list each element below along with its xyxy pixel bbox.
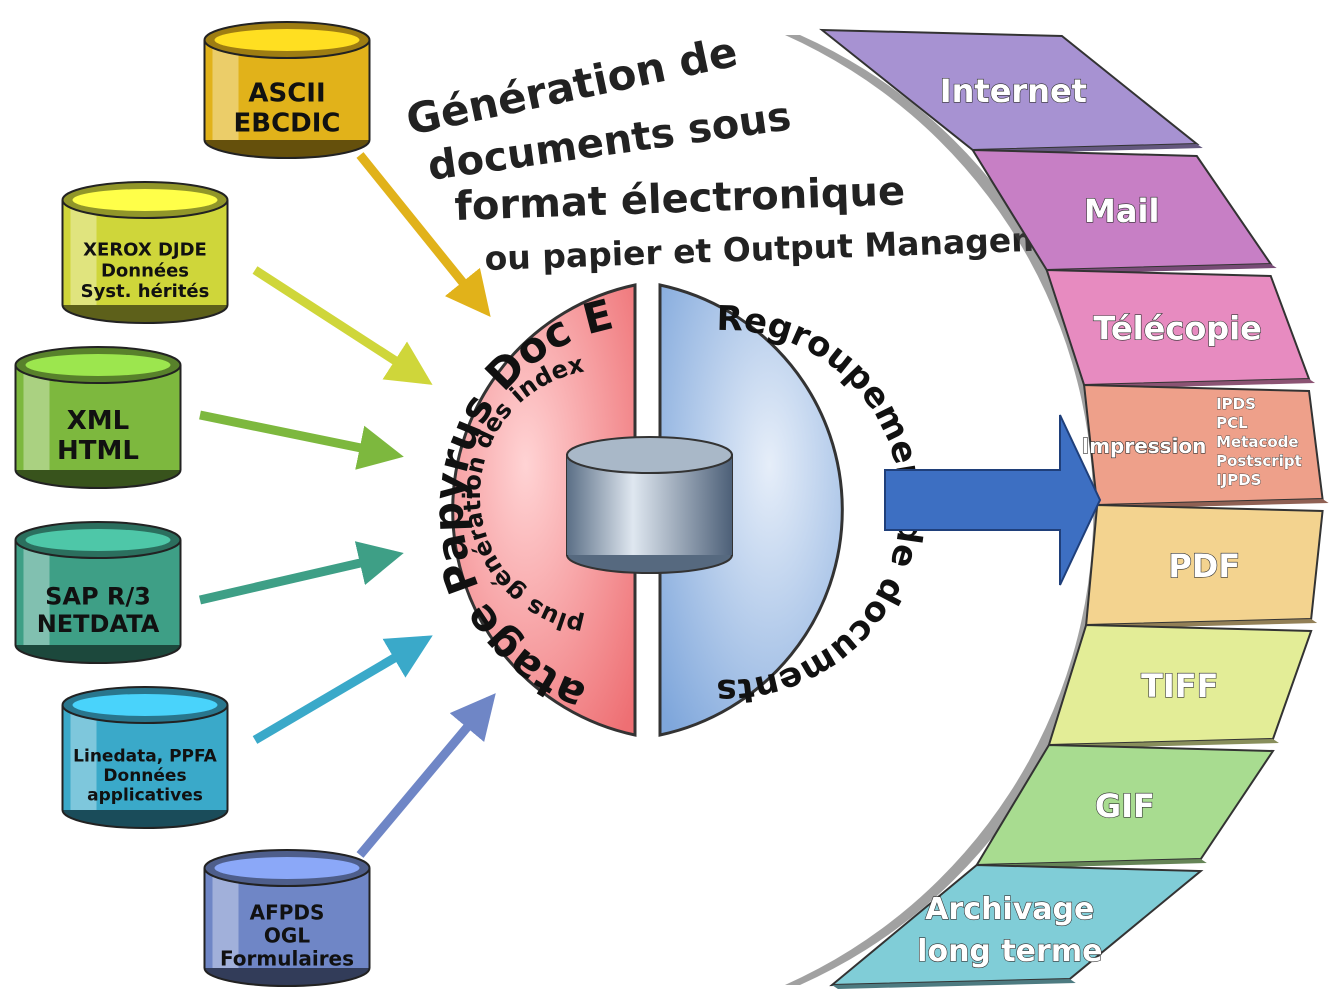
output-label: Télécopie <box>1093 310 1261 348</box>
output-sublabel: Metacode <box>1216 433 1299 451</box>
database-icon <box>61 181 229 324</box>
database-icon <box>61 686 229 829</box>
output-label: Impression <box>1082 434 1207 458</box>
input-label: AFPDS <box>250 901 325 925</box>
input-label: Formulaires <box>220 947 354 971</box>
input-label: applicatives <box>87 786 203 806</box>
output-label: long terme <box>917 934 1102 969</box>
output-arrow <box>884 414 1102 586</box>
output-band-5: TIFF <box>1047 623 1313 749</box>
output-sublabel: IPDS <box>1216 395 1256 413</box>
hub-right-half <box>658 283 844 737</box>
input-label: EBCDIC <box>234 108 341 138</box>
input-arrow <box>356 152 491 318</box>
input-label: XML <box>67 406 130 436</box>
title-line-3: format électronique <box>454 168 906 230</box>
database-icon <box>203 849 371 987</box>
input-label: XEROX DJDE <box>83 240 207 261</box>
input-label: NETDATA <box>37 610 160 638</box>
output-label: TIFF <box>1141 667 1218 705</box>
output-label: Mail <box>1084 192 1159 230</box>
input-label: Données <box>103 766 186 786</box>
input-label: HTML <box>57 436 139 466</box>
input-label: Linedata, PPFA <box>73 746 217 766</box>
output-label: Internet <box>940 72 1087 110</box>
output-band-2: Télécopie <box>1045 268 1316 389</box>
database-icon <box>14 521 182 664</box>
database-icon <box>14 346 182 489</box>
hub-left-half <box>451 283 637 737</box>
output-label: GIF <box>1095 787 1155 825</box>
input-label: SAP R/3 <box>45 583 151 611</box>
output-label: Archivage <box>925 892 1094 927</box>
output-band-0: Internet <box>819 28 1203 154</box>
output-sublabel: IJPDS <box>1216 471 1261 489</box>
input-arrow <box>356 693 496 858</box>
output-band-6: GIF <box>974 743 1275 869</box>
central-database-icon <box>566 436 733 574</box>
input-arrow <box>199 410 404 470</box>
input-arrow <box>198 541 404 605</box>
database-icon <box>203 21 371 159</box>
output-sublabel: PCL <box>1216 414 1248 432</box>
input-label: Données <box>101 260 189 281</box>
output-band-4: PDF <box>1085 503 1324 629</box>
input-label: Syst. hérités <box>81 281 210 302</box>
output-label: PDF <box>1168 547 1240 585</box>
input-arrow <box>252 635 433 744</box>
output-band-7: Archivage long terme <box>829 863 1204 989</box>
input-arrow <box>252 266 433 385</box>
output-sublabel: Postscript <box>1216 452 1302 470</box>
input-label: OGL <box>264 924 310 948</box>
input-label: ASCII <box>248 79 325 109</box>
